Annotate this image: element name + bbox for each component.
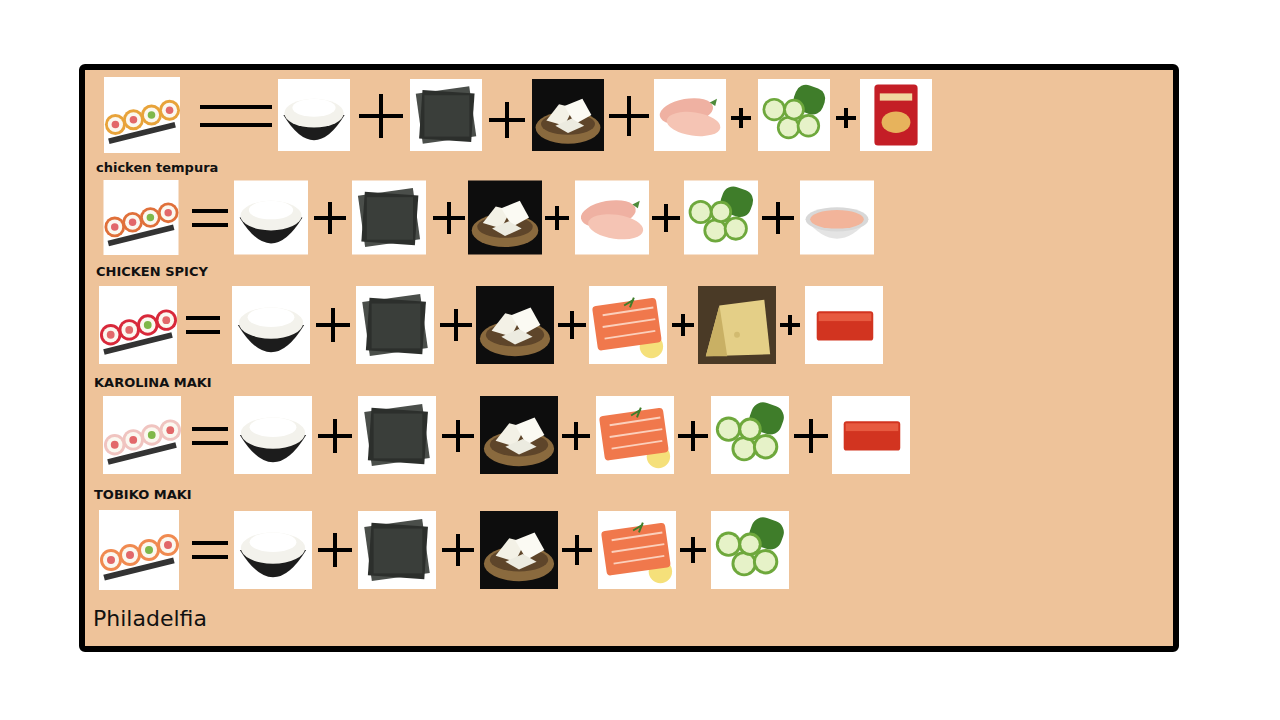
nori-picture [358,396,436,474]
salmon-picture [596,396,674,474]
plus-sign [359,94,403,138]
plus-sign [440,309,472,341]
plus-sign [318,533,352,567]
plus-sign [794,419,828,453]
plus-sign [318,419,352,453]
cheese-picture [480,396,558,474]
sushi-picture [104,77,180,153]
rice-picture [232,286,310,364]
equals-sign [192,543,228,557]
cucumber-picture [684,181,758,255]
cheese-picture [468,181,542,255]
nori-picture [410,79,482,151]
nori-picture [352,181,426,255]
plus-sign [442,534,474,566]
nori-picture [358,511,436,589]
salmon-picture [589,286,667,364]
sushi-picture [99,510,179,590]
equals-sign [186,318,220,332]
tobiko-picture [832,396,910,474]
plus-sign [558,311,586,339]
plus-sign [489,102,525,138]
roll-name: KAROLINA MAKI [94,375,212,390]
equals-sign [200,107,272,125]
tempura-picture [860,79,932,151]
roll-name: Philadelfia [93,606,207,631]
cheese-picture [532,79,604,151]
sushi-picture [99,286,177,364]
plus-sign [672,314,694,336]
plus-sign [652,204,680,232]
roll-name: TOBIKO MAKI [94,487,192,502]
chicken-picture [575,181,649,255]
salmon-picture [598,511,676,589]
menu-board [82,67,1176,649]
plus-sign [780,315,800,335]
plus-sign [433,202,465,234]
parmesan-picture [698,286,776,364]
sauce-picture [800,181,874,255]
plus-sign [442,420,474,452]
rice-picture [234,396,312,474]
cucumber-picture [758,79,830,151]
plus-sign [762,202,794,234]
equals-sign [192,211,228,225]
plus-sign [678,421,708,451]
cucumber-picture [711,511,789,589]
plus-sign [680,537,706,563]
nori-picture [356,286,434,364]
plus-sign [609,96,649,136]
cucumber-picture [711,396,789,474]
equals-sign [192,429,228,443]
plus-sign [316,308,350,342]
rice-picture [234,511,312,589]
plus-sign [314,202,346,234]
roll-name: chicken tempura [96,160,218,175]
cheese-picture [476,286,554,364]
roll-name: CHICKEN SPICY [96,264,208,279]
sushi-picture [103,396,181,474]
plus-sign [545,206,569,230]
rice-picture [234,181,308,255]
cheese-picture [480,511,558,589]
plus-sign [562,422,590,450]
rice-picture [278,79,350,151]
sushi-picture [104,180,179,255]
plus-sign [731,108,751,128]
tobiko-picture [805,286,883,364]
chicken-picture [654,79,726,151]
plus-sign [836,108,856,128]
plus-sign [562,535,592,565]
